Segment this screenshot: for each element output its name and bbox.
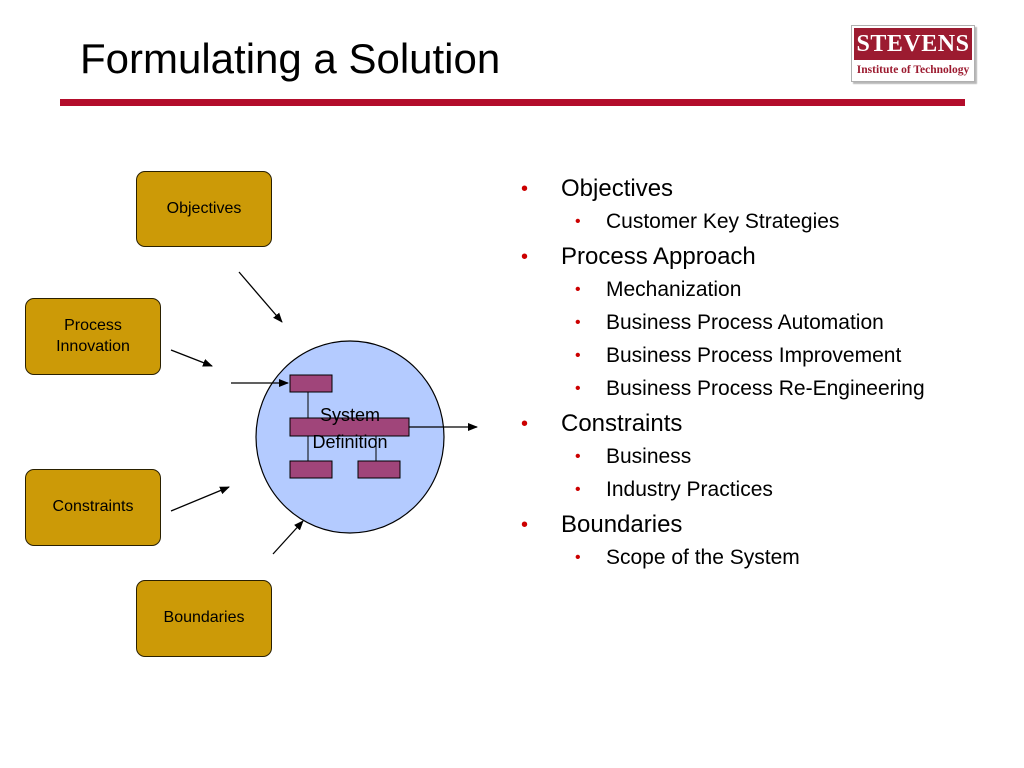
arrow-objectives [238, 271, 283, 323]
objectives-box-label: Objectives [166, 199, 242, 217]
sub-bullet-item: Business [518, 443, 958, 471]
sub-bullet-item: Scope of the System [518, 544, 958, 572]
sub-bullet-item: Industry Practices [518, 476, 958, 504]
arrow-constraints [170, 486, 230, 512]
boundaries-box-label: Boundaries [163, 609, 245, 627]
system-definition-label: System Definition [312, 405, 388, 452]
sub-bullet-item: Business Process Improvement [518, 342, 958, 370]
logo-name: STEVENS [854, 28, 972, 60]
bullet-list: Objectives Customer Key Strategies Proce… [518, 168, 958, 572]
objectives-box: Objectives [136, 171, 272, 247]
process-innovation-box: Process Innovation [25, 298, 161, 375]
hierarchy-block-bottom-left [289, 460, 333, 479]
constraints-box-label: Constraints [52, 498, 134, 516]
hierarchy-block-top [289, 374, 333, 393]
sub-bullet-item: Mechanization [518, 276, 958, 304]
sub-bullet-item: Business Process Automation [518, 309, 958, 337]
sub-bullet-item: Business Process Re-Engineering [518, 375, 958, 403]
page-title: Formulating a Solution [80, 35, 501, 82]
process-innovation-box-label: Process Innovation [56, 316, 130, 355]
sub-bullet-item: Customer Key Strategies [518, 208, 958, 236]
logo-subtitle: Institute of Technology [856, 64, 970, 76]
bullet-item: Constraints [518, 410, 958, 438]
title-divider [60, 99, 965, 106]
bullet-item: Process Approach [518, 243, 958, 271]
hierarchy-connectors [307, 392, 377, 461]
bullet-item: Objectives [518, 175, 958, 203]
stevens-logo: STEVENS Institute of Technology [851, 25, 975, 82]
constraints-box: Constraints [25, 469, 161, 546]
boundaries-box: Boundaries [136, 580, 272, 657]
hierarchy-block-bottom-right [357, 460, 401, 479]
arrow-boundaries [272, 520, 304, 555]
bullet-item: Boundaries [518, 511, 958, 539]
arrow-process-innovation [170, 349, 213, 367]
